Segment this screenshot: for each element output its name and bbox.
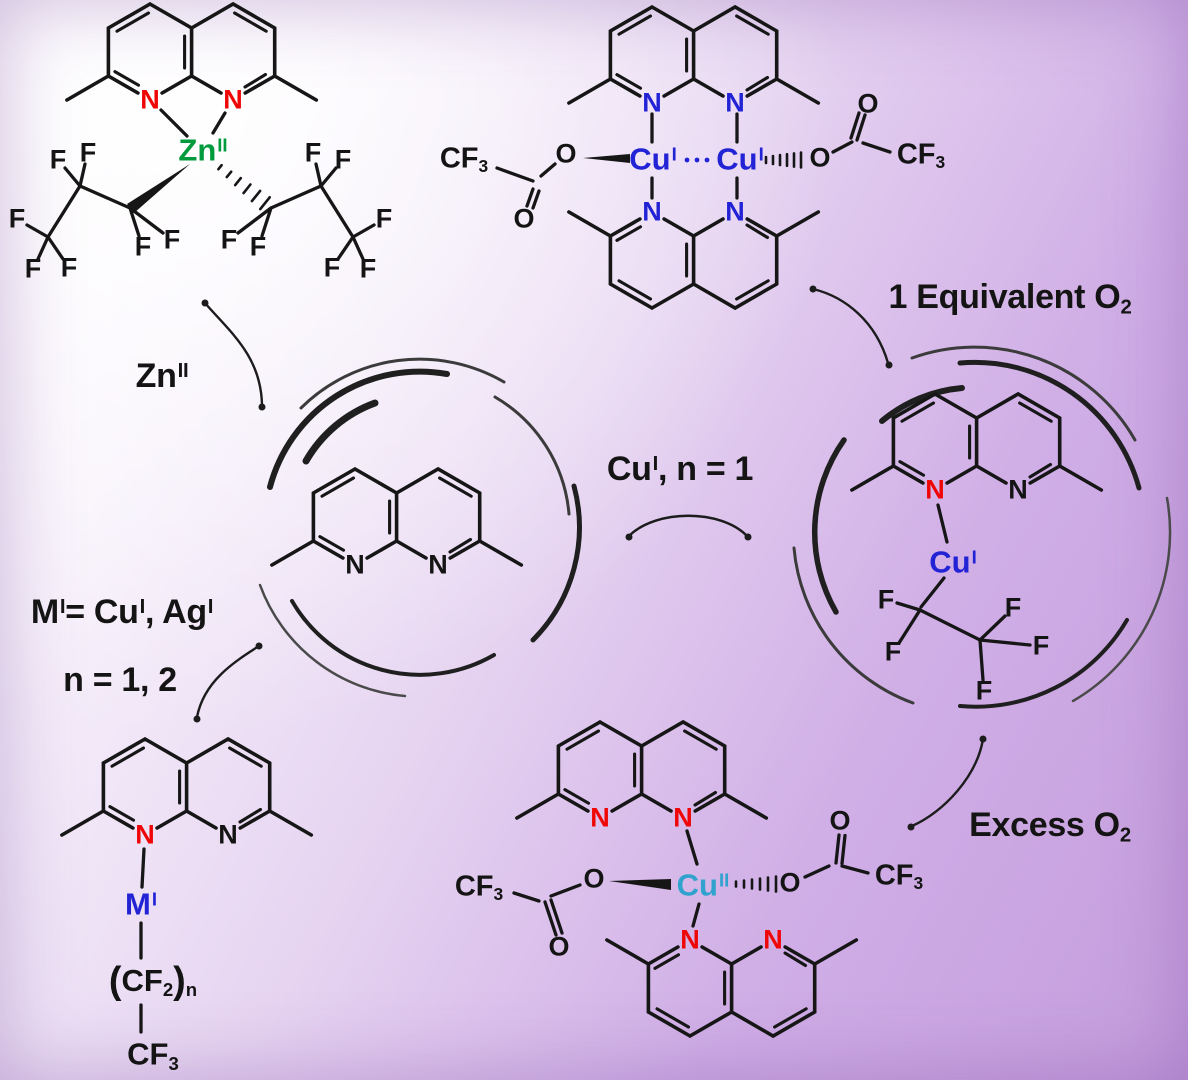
cf3-label: CF3 xyxy=(896,138,946,173)
nitrogen-label: N xyxy=(925,474,945,505)
nitrogen-label: N xyxy=(642,196,662,227)
nitrogen-label: N xyxy=(428,549,448,580)
fluorine-label: F xyxy=(975,675,993,706)
fluorine-label: F xyxy=(24,253,42,284)
copper-i-label: CuI xyxy=(629,141,677,177)
oxygen-label: O xyxy=(829,805,851,836)
fluorine-label: F xyxy=(220,224,238,255)
fluorine-label: F xyxy=(134,231,152,262)
oxygen-label: O xyxy=(583,863,605,894)
m-options-label: MI= CuI, AgI xyxy=(30,593,214,631)
fluorine-label: F xyxy=(1004,592,1022,623)
hash-bond xyxy=(764,151,803,169)
cu-cu-dotted-bond xyxy=(684,157,710,163)
nitrogen-label: N xyxy=(223,84,243,115)
nitrogen-label: N xyxy=(1008,474,1028,505)
fluorine-label: F xyxy=(1032,630,1050,661)
fluorine-label: F xyxy=(334,144,352,175)
oxygen-label: O xyxy=(857,88,879,119)
oxygen-label: O xyxy=(513,203,535,234)
nitrogen-label: N xyxy=(345,549,365,580)
dimer-bottom-naphthyridine xyxy=(567,210,821,310)
nitrogen-label: N xyxy=(590,802,610,833)
fluorine-label: F xyxy=(323,252,341,283)
nitrogen-label: N xyxy=(763,924,783,955)
arrow-zn xyxy=(201,299,266,411)
one-equivalent-o2-label: 1 Equivalent O2 xyxy=(888,277,1132,319)
fluorine-label: F xyxy=(249,231,267,262)
cuII-top-naphthyridine xyxy=(515,720,769,820)
cf2n-label: (CF2)n xyxy=(108,960,198,1003)
copper-i-label: CuI xyxy=(929,544,977,580)
copper-ii-label: CuII xyxy=(676,867,730,903)
ligand-swirl xyxy=(258,357,582,698)
nitrogen-label: N xyxy=(218,819,238,850)
fluorine-label: F xyxy=(359,253,377,284)
zn-complex-bonds xyxy=(25,108,376,261)
hash-bond xyxy=(734,875,778,893)
arrow-cu-n1 xyxy=(625,514,752,541)
connector-arrows xyxy=(193,285,987,831)
fluorine-label: F xyxy=(877,584,895,615)
nitrogen-label: N xyxy=(673,802,693,833)
free-ligand-naphthyridine xyxy=(270,467,524,567)
cuI-swirl xyxy=(792,345,1172,709)
cf3-label: CF3 xyxy=(127,1036,179,1074)
zinc-label: ZnII xyxy=(178,132,228,168)
fluorine-label: F xyxy=(79,137,97,168)
zn-arrow-label: ZnII xyxy=(135,357,189,395)
fluorine-label: F xyxy=(60,252,78,283)
wedge-bond xyxy=(609,879,671,890)
cuI-complex-bonds xyxy=(895,503,1032,682)
nitrogen-label: N xyxy=(725,196,745,227)
hash-bond xyxy=(217,163,271,211)
wedge-bond xyxy=(583,154,630,163)
oxygen-label: O xyxy=(555,138,577,169)
arrow-m xyxy=(193,642,263,723)
nitrogen-label: N xyxy=(135,819,155,850)
fluorine-label: F xyxy=(8,203,26,234)
oxygen-label: O xyxy=(779,867,801,898)
cf3-label: CF3 xyxy=(874,859,924,894)
nitrogen-label: N xyxy=(680,924,700,955)
cf3-label: CF3 xyxy=(439,142,489,177)
fluorine-label: F xyxy=(163,224,181,255)
cu-dimer-bonds xyxy=(495,111,892,210)
nitrogen-label: N xyxy=(140,84,160,115)
cuI-naphthyridine xyxy=(850,392,1104,492)
n-values-label: n = 1, 2 xyxy=(63,661,177,699)
fluorine-label: F xyxy=(49,144,67,175)
cf3-label: CF3 xyxy=(454,870,504,905)
fluorine-label: F xyxy=(304,137,322,168)
fluorine-label: F xyxy=(375,203,393,234)
arrow-one-equivalent xyxy=(809,285,893,369)
cuII-complex-bonds xyxy=(512,829,870,937)
mI-complex-bonds xyxy=(139,847,146,1034)
fluorine-label: F xyxy=(884,636,902,667)
nitrogen-label: N xyxy=(725,87,745,118)
excess-o2-label: Excess O2 xyxy=(969,805,1131,847)
wedge-bond xyxy=(127,164,190,213)
nitrogen-label: N xyxy=(642,87,662,118)
dimer-top-naphthyridine xyxy=(567,5,821,105)
m-metal-label: MI xyxy=(125,886,157,922)
arrow-excess xyxy=(907,735,987,831)
cuII-bottom-naphthyridine xyxy=(605,938,859,1038)
mI-naphthyridine xyxy=(60,737,314,837)
oxygen-label: O xyxy=(548,931,570,962)
cu-n1-label: CuI, n = 1 xyxy=(606,450,754,488)
oxygen-label: O xyxy=(809,142,831,173)
zn-naphthyridine xyxy=(65,2,319,102)
copper-i-label: CuI xyxy=(716,141,764,177)
